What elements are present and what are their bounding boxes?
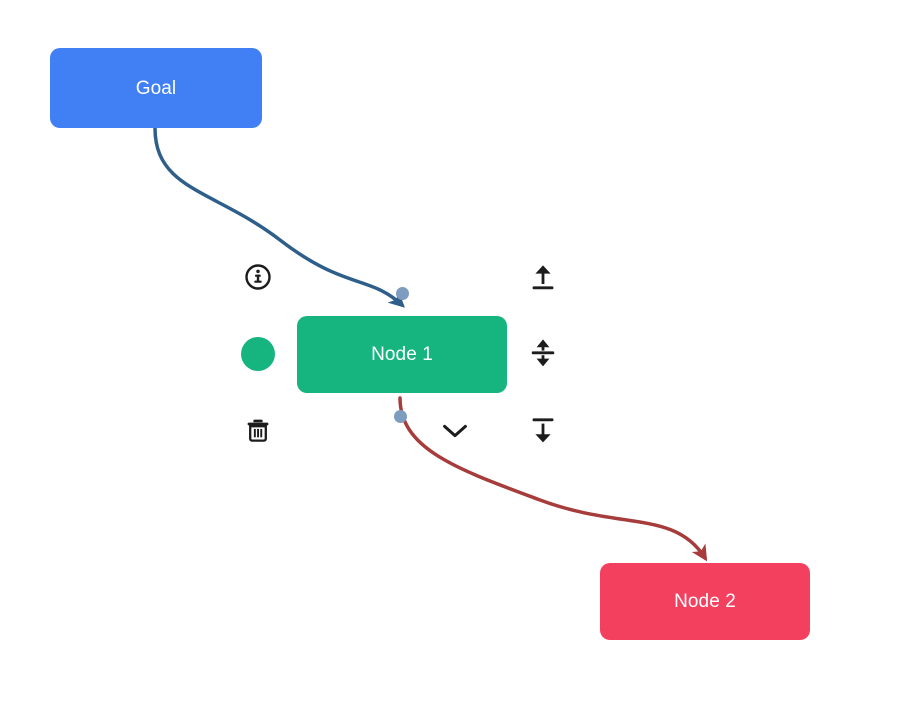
move-to-bottom-button[interactable]: [523, 411, 563, 451]
status-dot-icon: [241, 337, 275, 371]
delete-button[interactable]: [238, 411, 278, 451]
arrows-up-down-split-icon: [528, 337, 558, 372]
node-node2-label: Node 2: [674, 591, 736, 612]
status-button[interactable]: [238, 334, 278, 374]
expand-vertical-button[interactable]: [523, 334, 563, 374]
move-to-top-button[interactable]: [523, 259, 563, 299]
info-button[interactable]: [238, 258, 278, 298]
arrow-down-to-line-icon: [528, 414, 558, 449]
node-goal-label: Goal: [135, 77, 177, 99]
node-node2[interactable]: Node 2: [600, 563, 810, 640]
arrow-up-to-line-icon: [528, 262, 558, 297]
node-node1[interactable]: Node 1: [297, 316, 507, 393]
info-circle-icon: [244, 263, 272, 294]
trash-icon: [244, 416, 272, 447]
node-node1-label: Node 1: [371, 344, 433, 365]
edge-goal-to-node1: [153, 126, 405, 308]
chevron-down-icon: [440, 421, 470, 444]
node-goal[interactable]: Goal: [50, 48, 262, 128]
connection-handle-top[interactable]: [396, 287, 409, 300]
collapse-button[interactable]: [435, 412, 475, 452]
connection-handle-bottom[interactable]: [394, 410, 407, 423]
